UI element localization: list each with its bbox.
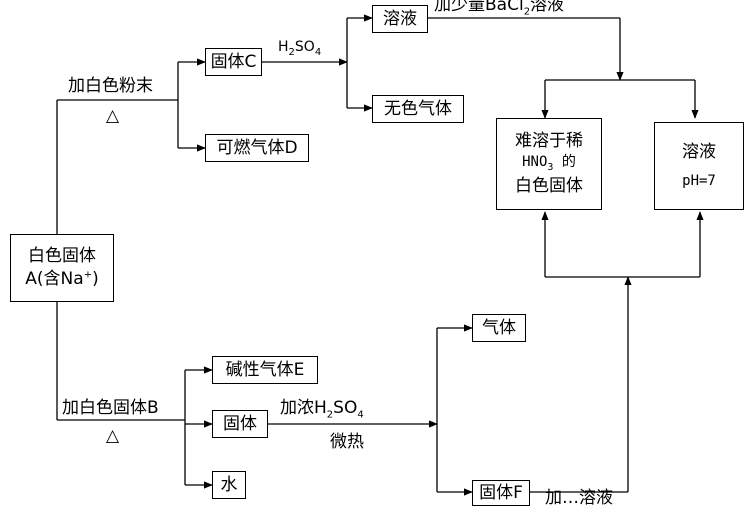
node-solid-c: 固体C bbox=[205, 48, 262, 76]
node-gas-bottom: 气体 bbox=[472, 314, 526, 342]
label-add-bacl2: 加少量BaCl2溶液 bbox=[434, 0, 565, 18]
ppt-line2: HNO3 的 bbox=[522, 154, 576, 174]
node-water: 水 bbox=[212, 471, 246, 499]
label-slight-heat: 微热 bbox=[330, 432, 364, 452]
node-combustible-gas-d: 可燃气体D bbox=[205, 134, 309, 162]
node-solution-top: 溶液 bbox=[372, 5, 428, 33]
ppt-line3: 白色固体 bbox=[515, 175, 583, 196]
ph-line2: pH=7 bbox=[682, 173, 716, 190]
node-solution-ph7: 溶液 pH=7 bbox=[654, 122, 744, 210]
label-heat-top: △ bbox=[106, 106, 120, 126]
node-basic-gas-e: 碱性气体E bbox=[212, 356, 318, 384]
label-add-white-solid-b: 加白色固体B bbox=[62, 398, 159, 418]
label-bottom-cut: 加…溶液 bbox=[545, 488, 613, 508]
label-h2so4: H2SO4 bbox=[278, 39, 322, 58]
node-insoluble-white-solid: 难溶于稀 HNO3 的 白色固体 bbox=[496, 118, 602, 210]
label-add-white-powder: 加白色粉末 bbox=[68, 76, 153, 96]
ph-line1: 溶液 bbox=[682, 142, 716, 163]
node-solid-f: 固体F bbox=[472, 480, 530, 506]
node-a-line2: A(含Na+) bbox=[25, 269, 99, 289]
node-colorless-gas: 无色气体 bbox=[372, 95, 464, 123]
node-solid-mid: 固体 bbox=[212, 410, 268, 438]
label-heat-bottom: △ bbox=[106, 426, 120, 446]
ppt-line1: 难溶于稀 bbox=[515, 131, 583, 152]
node-a-line1: 白色固体 bbox=[28, 246, 96, 267]
node-white-solid-a: 白色固体 A(含Na+) bbox=[10, 234, 114, 302]
label-conc-h2so4: 加浓H2SO4 bbox=[280, 398, 364, 421]
